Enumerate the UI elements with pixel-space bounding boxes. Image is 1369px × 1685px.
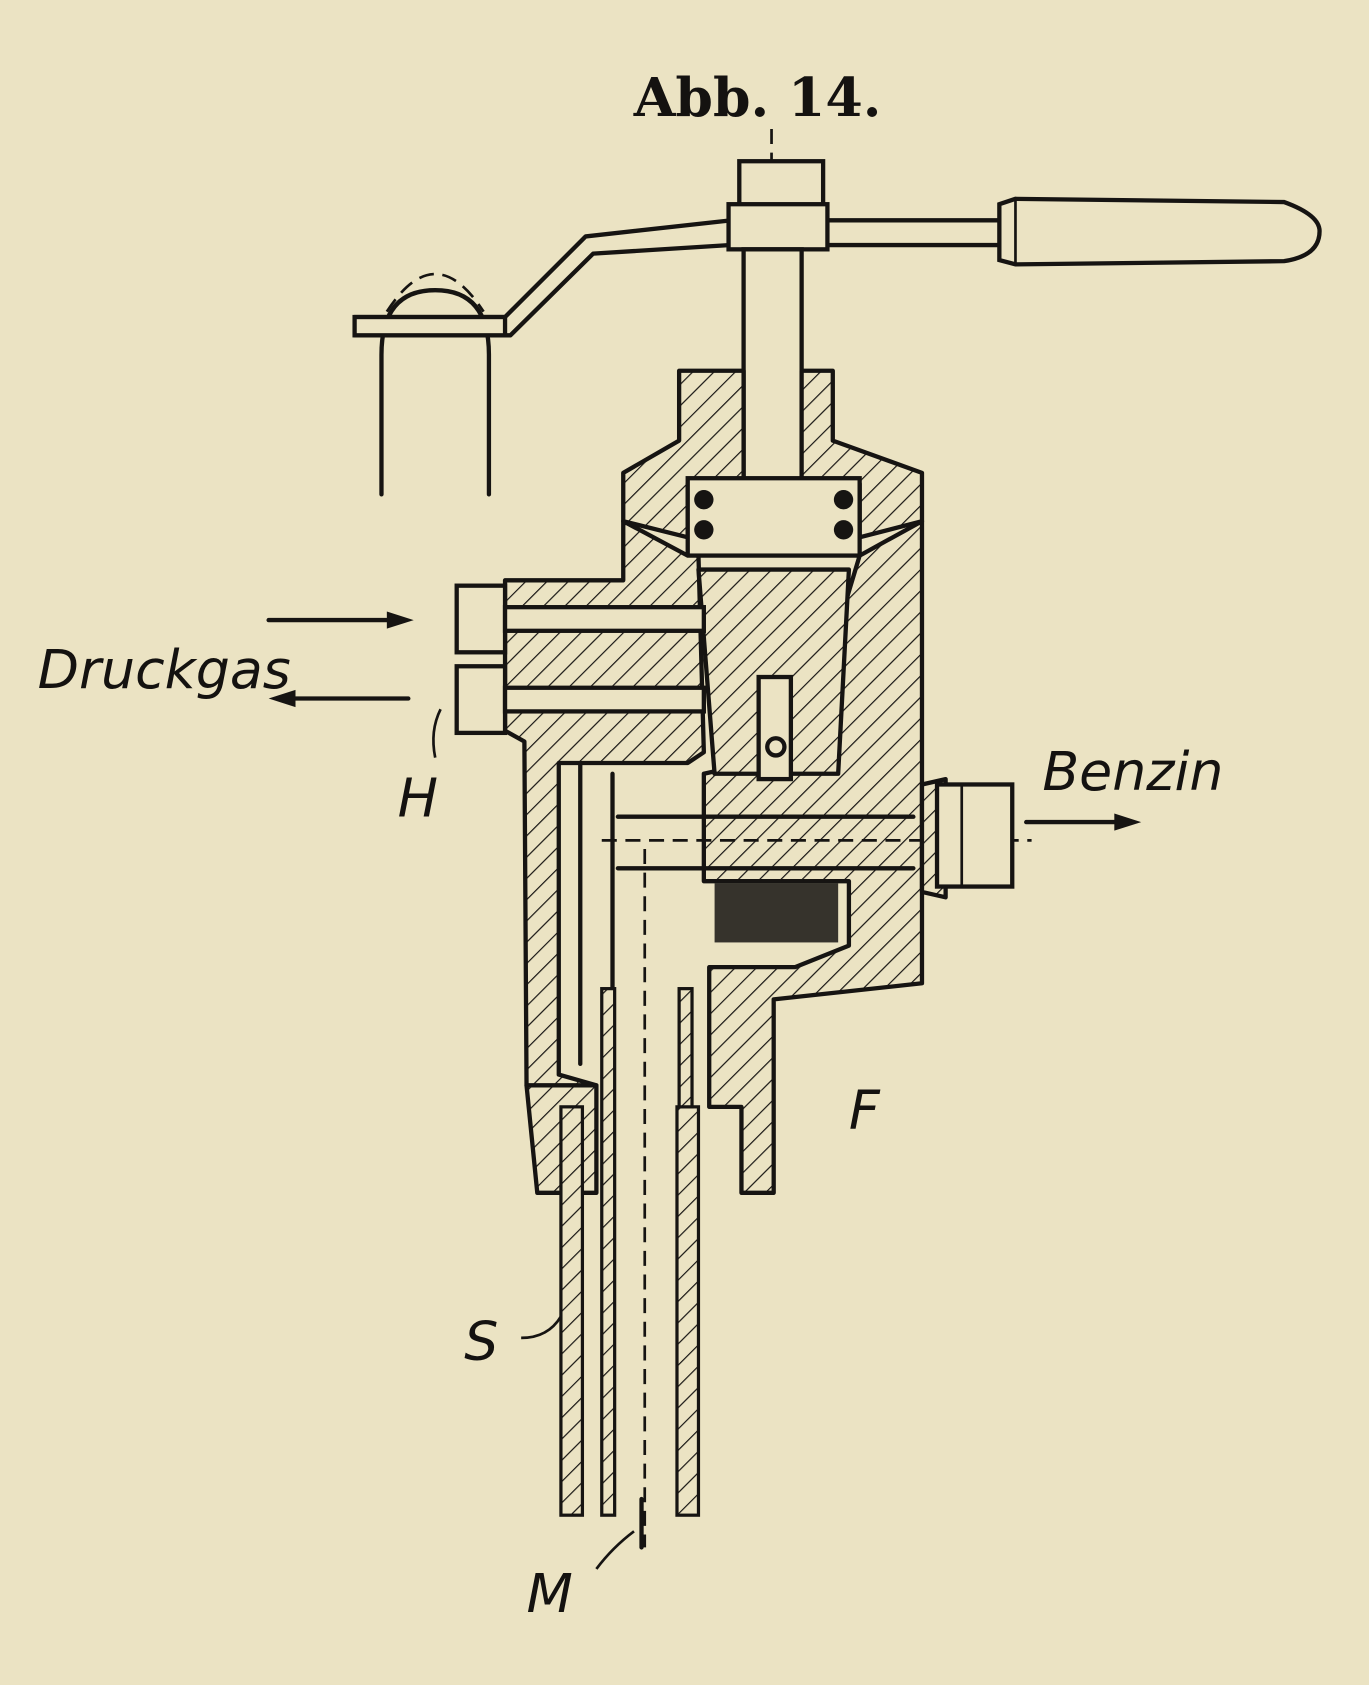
stem-nut xyxy=(737,159,826,212)
lever-grip xyxy=(997,196,1322,267)
body-right xyxy=(701,519,925,1195)
gas-channel-in xyxy=(502,605,706,633)
label-druckgas: Druckgas xyxy=(38,638,291,701)
gas-fitting-upper xyxy=(454,583,508,655)
lever-hub xyxy=(726,202,830,252)
gas-channel-out xyxy=(502,685,706,714)
label-f: F xyxy=(849,1078,881,1141)
tube-s xyxy=(559,987,701,1517)
label-benzin: Benzin xyxy=(1042,740,1223,803)
label-s: S xyxy=(464,1309,498,1372)
mount-loop-dashed xyxy=(385,272,485,313)
plug-bore xyxy=(756,674,794,782)
fuel-outlet-fitting xyxy=(934,782,1015,889)
leader-s xyxy=(521,1315,563,1340)
valve-plug xyxy=(696,567,852,776)
figure-title: Abb. 14. xyxy=(633,66,882,129)
fuel-passage xyxy=(615,814,916,871)
arrow-gas-in xyxy=(266,611,414,629)
packing-rings xyxy=(694,490,854,540)
leader-h xyxy=(432,708,442,758)
label-h: H xyxy=(398,767,438,830)
arrow-fuel-out xyxy=(1024,813,1142,831)
leader-m xyxy=(595,1530,635,1570)
valve-seat xyxy=(714,883,839,943)
lever-arm-right xyxy=(825,218,1002,248)
lever-foot xyxy=(352,314,508,338)
arrow-gas-out xyxy=(268,689,411,708)
valve-stem xyxy=(741,247,804,483)
gas-fitting-lower xyxy=(454,664,508,736)
packing-chamber xyxy=(685,476,862,558)
label-m: M xyxy=(527,1562,573,1625)
